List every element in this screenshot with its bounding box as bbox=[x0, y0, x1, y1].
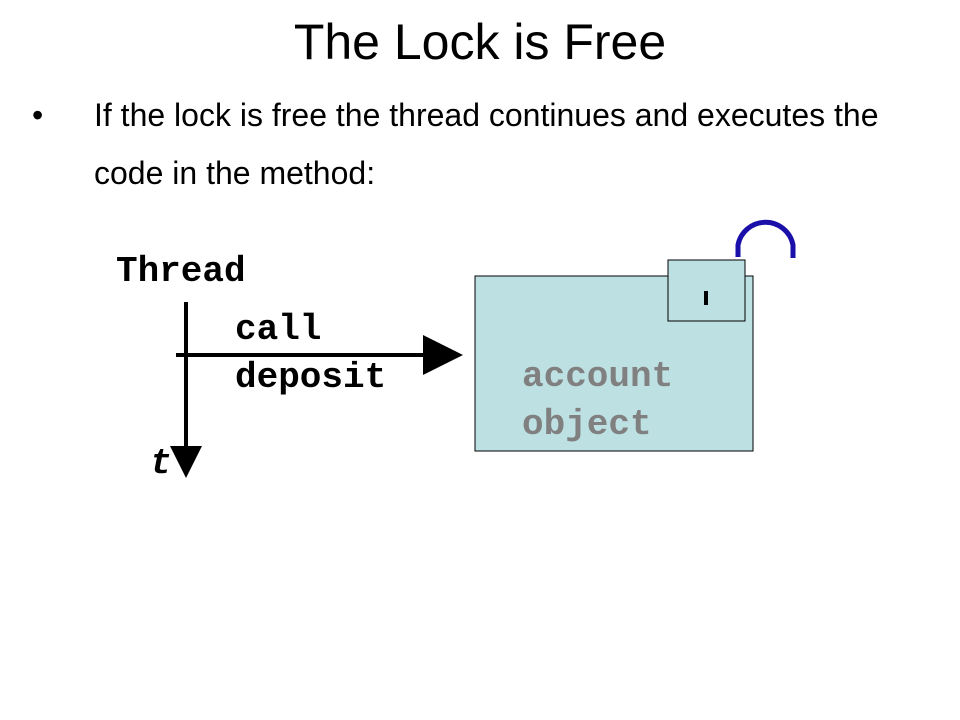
bullet-text: If the lock is free the thread continues… bbox=[94, 97, 879, 191]
call-label: call bbox=[235, 309, 322, 350]
method-label: deposit bbox=[235, 357, 387, 398]
slide-title: The Lock is Free bbox=[293, 14, 667, 70]
object-label-line1: account bbox=[522, 356, 674, 397]
object-label-line2: object bbox=[522, 404, 652, 445]
lock-body bbox=[667, 259, 746, 322]
open-shackle-icon bbox=[735, 219, 796, 258]
keyhole-icon bbox=[704, 291, 708, 305]
bullet-marker: • bbox=[32, 97, 44, 133]
time-label: t bbox=[150, 443, 172, 484]
thread-label: Thread bbox=[116, 251, 246, 292]
